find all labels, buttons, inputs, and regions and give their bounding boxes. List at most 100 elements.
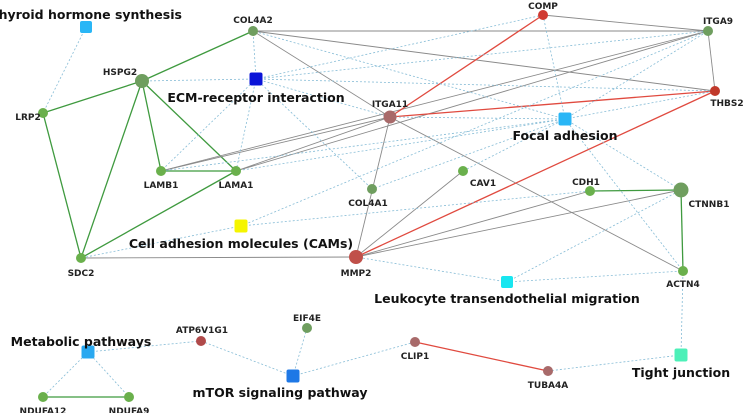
edge-p-ecm-hspg2 [141, 78, 257, 82]
edge-comp-itga11 [389, 14, 544, 118]
edge-itga11-lama1 [235, 116, 391, 172]
nodes-layer [38, 10, 720, 402]
gene-node-atp6v1g1[interactable] [196, 336, 206, 346]
edge-p-focal-col4a2 [252, 30, 566, 120]
gene-label-clip1: CLIP1 [401, 352, 430, 362]
gene-node-col4a1[interactable] [367, 184, 377, 194]
gene-node-tuba4a[interactable] [543, 366, 553, 376]
pathway-node-mtor-signaling-pathway[interactable] [286, 369, 300, 383]
gene-node-eif4e[interactable] [302, 323, 312, 333]
gene-label-lrp2: LRP2 [15, 113, 41, 123]
edge-p-cam-itga9 [240, 30, 709, 227]
edge-p-ecm-thbs2 [255, 78, 716, 92]
gene-node-clip1[interactable] [410, 337, 420, 347]
gene-label-actn4: ACTN4 [666, 280, 700, 290]
pathway-label-mtor-signaling-pathway: mTOR signaling pathway [193, 385, 368, 400]
gene-node-cav1[interactable] [458, 166, 468, 176]
edge-p-focal-ctnnb1 [564, 118, 682, 191]
pathway-node-tight-junction[interactable] [674, 348, 688, 362]
edge-lrp2-sdc2 [42, 112, 82, 259]
gene-label-cav1: CAV1 [470, 179, 496, 189]
edge-clip1-tuba4a [414, 341, 549, 372]
edge-p-cam-sdc2 [80, 225, 242, 259]
edge-p-ecm-comp [255, 14, 544, 80]
gene-node-lrp2[interactable] [38, 108, 48, 118]
gene-label-ndufa12: NDUFA12 [20, 407, 67, 413]
gene-label-mmp2: MMP2 [341, 269, 372, 279]
edge-cdh1-ctnnb1 [589, 189, 682, 192]
gene-node-lama1[interactable] [231, 166, 241, 176]
pathway-node-focal-adhesion[interactable] [558, 112, 572, 126]
pathway-label-focal-adhesion: Focal adhesion [512, 128, 617, 143]
edges-layer [42, 14, 716, 398]
gene-label-col4a2: COL4A2 [233, 16, 272, 26]
pathway-node-metabolic-pathways[interactable] [81, 345, 95, 359]
gene-node-ndufa9[interactable] [124, 392, 134, 402]
edge-p-focal-cav1 [462, 118, 566, 172]
gene-label-itga11: ITGA11 [372, 100, 408, 110]
edge-itga9-thbs2 [707, 30, 716, 92]
edge-p-ecm-col4a1 [255, 78, 373, 190]
edge-itga11-actn4 [389, 116, 684, 272]
edge-lama1-sdc2 [80, 170, 237, 259]
edge-p-focal-thbs2 [564, 90, 716, 120]
gene-label-ndufa9: NDUFA9 [109, 407, 150, 413]
edge-hspg2-col4a2 [141, 30, 254, 82]
edge-p-leuko-ctnnb1 [506, 189, 682, 283]
edge-p-thyroid-lrp2 [42, 26, 87, 114]
gene-label-col4a1: COL4A1 [348, 199, 387, 209]
edge-p-metab-ndufa9 [87, 351, 130, 398]
pathway-node-cell-adhesion-molecules-cams[interactable] [234, 219, 248, 233]
edge-sdc2-mmp2 [80, 256, 357, 259]
pathway-label-ecm-receptor-interaction: ECM-receptor interaction [167, 90, 344, 105]
gene-node-itga9[interactable] [703, 26, 713, 36]
gene-label-lama1: LAMA1 [219, 181, 254, 191]
gene-node-comp[interactable] [538, 10, 548, 20]
gene-node-ctnnb1[interactable] [673, 182, 689, 198]
edge-p-leuko-actn4 [506, 270, 684, 283]
edge-p-focal-actn4 [564, 118, 684, 272]
pathway-label-thyroid-hormone-synthesis: Thyroid hormone synthesis [0, 7, 182, 22]
gene-node-sdc2[interactable] [76, 253, 86, 263]
gene-label-cdh1: CDH1 [572, 178, 600, 188]
edge-col4a2-itga11 [252, 30, 391, 118]
gene-node-actn4[interactable] [678, 266, 688, 276]
gene-node-cdh1[interactable] [585, 186, 595, 196]
edge-p-focal-itga11 [389, 116, 566, 120]
edge-hspg2-lrp2 [42, 80, 143, 114]
pathway-label-cell-adhesion-molecules-cams: Cell adhesion molecules (CAMs) [129, 236, 353, 251]
pathway-node-ecm-receptor-interaction[interactable] [249, 72, 263, 86]
edge-p-mtor-clip1 [292, 341, 416, 377]
edge-itga11-thbs2 [389, 90, 716, 118]
edge-p-focal-comp [542, 14, 566, 120]
gene-node-col4a2[interactable] [248, 26, 258, 36]
edge-comp-itga9 [542, 14, 709, 32]
edge-p-mtor-eif4e [292, 327, 308, 377]
edge-p-metab-atp6v1g1 [87, 340, 202, 353]
edge-mmp2-ctnnb1 [355, 189, 682, 258]
edge-col4a2-thbs2 [252, 30, 716, 92]
pathway-node-thyroid-hormone-synthesis[interactable] [80, 21, 92, 33]
gene-node-lamb1[interactable] [156, 166, 166, 176]
gene-node-thbs2[interactable] [710, 86, 720, 96]
gene-node-ndufa12[interactable] [38, 392, 48, 402]
edge-mmp2-thbs2 [355, 90, 716, 258]
gene-node-mmp2[interactable] [349, 250, 363, 264]
gene-label-tuba4a: TUBA4A [528, 381, 569, 391]
edge-hspg2-sdc2 [80, 80, 143, 259]
gene-node-hspg2[interactable] [135, 74, 149, 88]
gene-label-ctnnb1: CTNNB1 [689, 200, 730, 210]
edge-itga9-lamb1 [160, 30, 709, 172]
gene-label-hspg2: HSPG2 [103, 68, 137, 78]
pathway-label-leukocyte-transendothelial-migration: Leukocyte transendothelial migration [374, 291, 640, 306]
gene-label-itga9: ITGA9 [703, 17, 733, 27]
edge-p-leuko-mmp2 [355, 256, 508, 283]
gene-node-itga11[interactable] [383, 110, 397, 124]
edge-p-metab-ndufa12 [42, 351, 89, 398]
edge-p-ecm-col4a2 [252, 30, 257, 80]
edge-cav1-mmp2 [355, 170, 464, 258]
gene-label-atp6v1g1: ATP6V1G1 [176, 326, 228, 336]
pathway-node-leukocyte-transendothelial-migration[interactable] [501, 276, 513, 288]
